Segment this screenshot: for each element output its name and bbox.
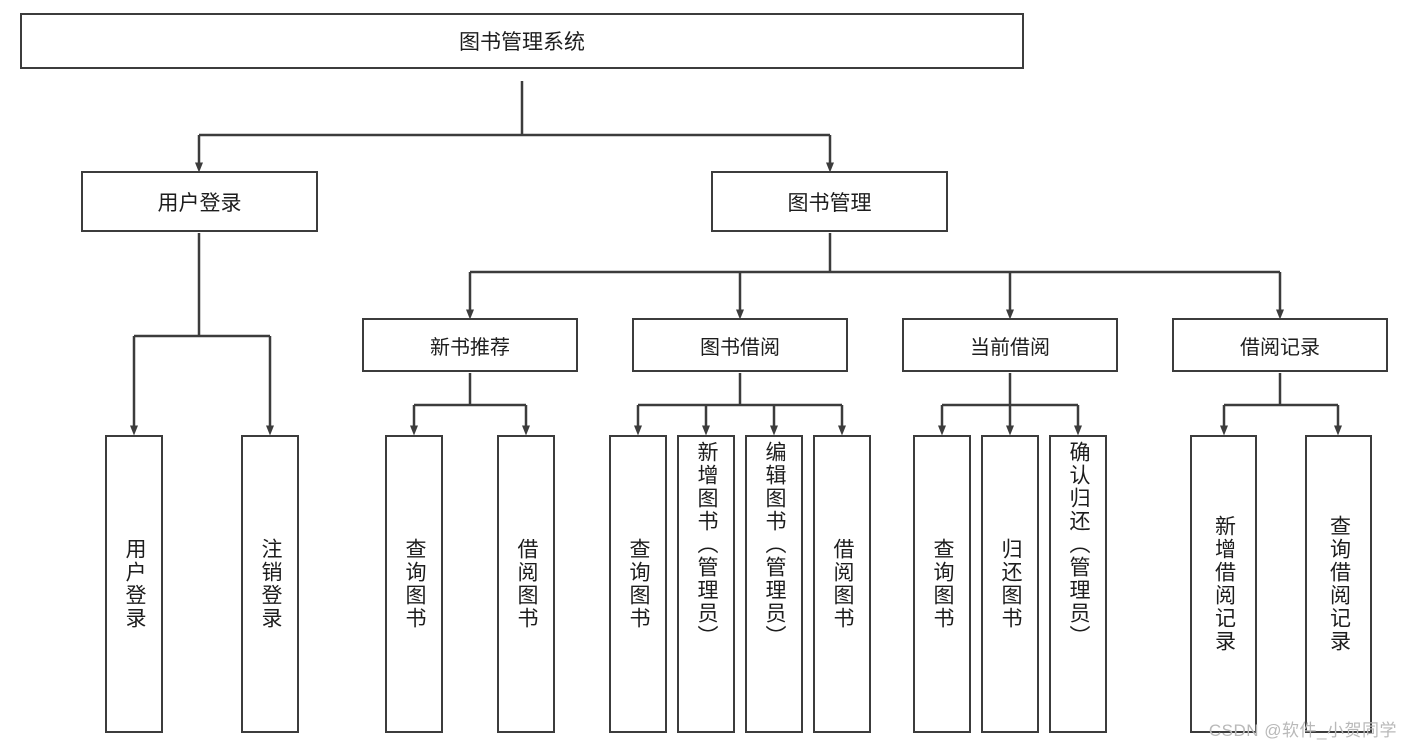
leaf-add-borrow-record[interactable]: 新增借阅记录: [1190, 435, 1257, 733]
node-label: 新增图书（管理员）: [695, 441, 719, 648]
leaf-confirm-return-admin[interactable]: 确认归还（管理员）: [1049, 435, 1107, 733]
leaf-borrow-book[interactable]: 借阅图书: [813, 435, 871, 733]
leaf-query-book-borrow[interactable]: 查询图书: [609, 435, 667, 733]
node-label: 借阅图书: [515, 538, 539, 630]
node-label: 图书管理: [787, 191, 872, 215]
csdn-watermark: CSDN @软件_小贺同学: [1208, 721, 1397, 740]
node-label: 借阅图书: [831, 538, 855, 630]
node-label: 注销登录: [259, 538, 283, 630]
node-book-management[interactable]: 图书管理: [711, 171, 948, 232]
node-label: 查询图书: [627, 538, 651, 630]
leaf-logout[interactable]: 注销登录: [241, 435, 299, 733]
node-label: 新书推荐: [430, 336, 510, 359]
node-label: 图书管理系统: [459, 31, 585, 54]
leaf-borrow-book-recommend[interactable]: 借阅图书: [497, 435, 555, 733]
node-label: 查询图书: [403, 538, 427, 630]
node-book-borrow[interactable]: 图书借阅: [632, 318, 848, 372]
node-new-book-recommend[interactable]: 新书推荐: [362, 318, 578, 372]
node-label: 编辑图书（管理员）: [763, 441, 787, 648]
node-borrow-record[interactable]: 借阅记录: [1172, 318, 1388, 372]
node-current-borrow[interactable]: 当前借阅: [902, 318, 1118, 372]
node-label: 新增借阅记录: [1212, 515, 1236, 653]
node-label: 借阅记录: [1240, 336, 1320, 359]
leaf-edit-book-admin[interactable]: 编辑图书（管理员）: [745, 435, 803, 733]
leaf-query-borrow-record[interactable]: 查询借阅记录: [1305, 435, 1372, 733]
node-label: 归还图书: [999, 538, 1023, 630]
node-label: 图书借阅: [700, 336, 780, 359]
leaf-query-book-current[interactable]: 查询图书: [913, 435, 971, 733]
leaf-query-book-recommend[interactable]: 查询图书: [385, 435, 443, 733]
node-label: 查询图书: [931, 538, 955, 630]
leaf-return-book[interactable]: 归还图书: [981, 435, 1039, 733]
node-label: 当前借阅: [970, 336, 1050, 359]
leaf-user-login[interactable]: 用户登录: [105, 435, 163, 733]
node-label: 用户登录: [123, 538, 147, 630]
node-user-login[interactable]: 用户登录: [81, 171, 318, 232]
node-root-library-system[interactable]: 图书管理系统: [20, 13, 1024, 69]
leaf-add-book-admin[interactable]: 新增图书（管理员）: [677, 435, 735, 733]
node-label: 用户登录: [157, 191, 242, 215]
node-label: 查询借阅记录: [1327, 515, 1351, 653]
node-label: 确认归还（管理员）: [1067, 441, 1091, 648]
